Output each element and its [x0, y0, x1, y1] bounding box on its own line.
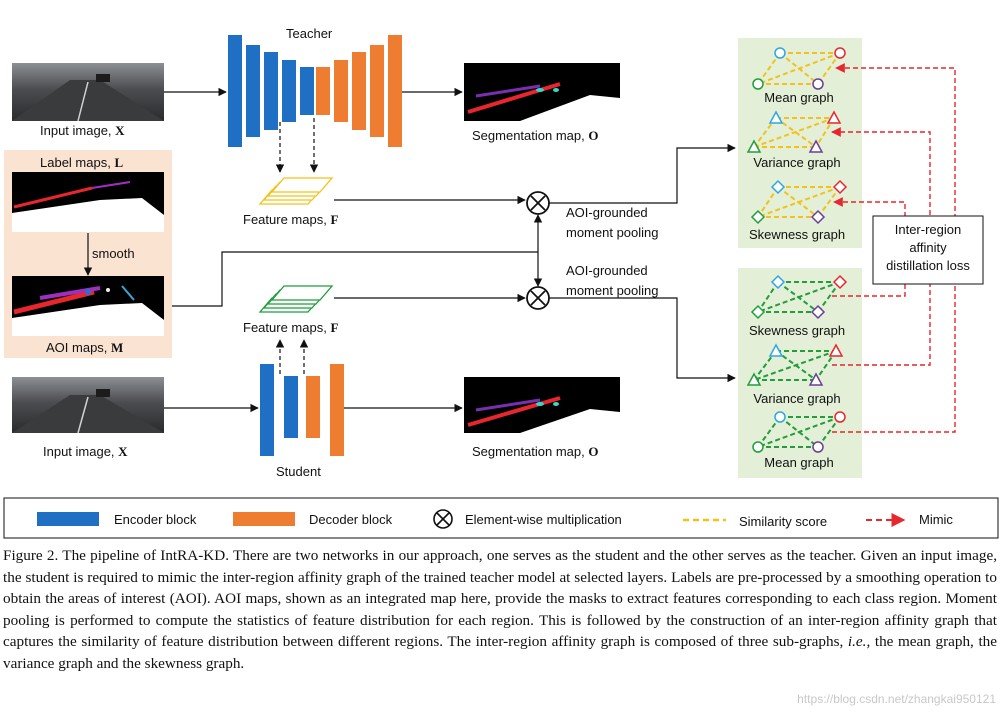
pool-label-bottom-1: AOI-grounded — [566, 263, 648, 278]
label-maps-label: Label maps, L — [40, 155, 123, 170]
legend-mult-label: Element-wise multiplication — [465, 512, 622, 527]
segmentation-map-bottom — [464, 377, 620, 433]
loss-label-2: affinity — [909, 240, 947, 255]
encoder-block — [264, 52, 278, 130]
student-label: Student — [276, 464, 321, 479]
input-image-bottom — [12, 377, 164, 434]
teacher-graph-label-1: Mean graph — [764, 90, 833, 105]
distillation-loss-box — [872, 215, 984, 285]
input-image-top — [12, 63, 164, 122]
teacher-label: Teacher — [286, 26, 333, 41]
encoder-block — [284, 376, 298, 438]
feature-maps-student — [258, 285, 334, 313]
decoder-block — [330, 364, 344, 456]
legend-decoder-swatch — [233, 512, 295, 526]
student-graph-label-3: Mean graph — [764, 455, 833, 470]
student-decoder — [306, 364, 344, 456]
pipeline-diagram: Input image, X Input image, X Label maps… — [3, 26, 999, 539]
pool-label-bottom-2: moment pooling — [566, 283, 659, 298]
smooth-label: smooth — [92, 246, 135, 261]
decoder-block — [316, 67, 330, 115]
teacher-graph-label-2: Variance graph — [753, 155, 840, 170]
arrow-pool-to-student-graphs — [549, 297, 736, 383]
feature-maps-teacher — [258, 177, 334, 205]
student-skewness-graph — [750, 274, 848, 320]
student-graph-label-1: Skewness graph — [749, 323, 845, 338]
figure-caption: Figure 2. The pipeline of IntRA-KD. Ther… — [3, 547, 997, 672]
legend-box — [3, 497, 999, 539]
student-variance-graph — [746, 343, 844, 386]
pool-label-top-2: moment pooling — [566, 225, 659, 240]
teacher-mean-graph — [752, 47, 846, 90]
feature-maps-label-bottom: Feature maps, F — [243, 320, 338, 335]
watermark: https://blog.csdn.net/zhangkai950121 — [797, 692, 996, 706]
encoder-block — [300, 67, 314, 115]
segmentation-label-top: Segmentation map, O — [472, 128, 598, 143]
legend-decoder-label: Decoder block — [309, 512, 393, 527]
teacher-variance-graph — [746, 110, 842, 153]
student-graph-label-2: Variance graph — [753, 391, 840, 406]
teacher-skewness-graph — [750, 179, 848, 225]
segmentation-label-bottom: Segmentation map, O — [472, 444, 598, 459]
encoder-block — [228, 35, 242, 147]
decoder-block — [352, 52, 366, 130]
student-mean-graph — [752, 411, 846, 453]
multiply-operator-top — [526, 191, 550, 215]
feature-maps-label-top: Feature maps, F — [243, 212, 338, 227]
aoi-maps-label: AOI maps, M — [46, 340, 123, 355]
encoder-block — [246, 45, 260, 137]
decoder-block — [306, 376, 320, 438]
student-encoder — [260, 364, 298, 456]
legend-multiply-icon — [433, 509, 453, 529]
encoder-block — [260, 364, 274, 456]
pool-label-top-1: AOI-grounded — [566, 205, 648, 220]
decoder-block — [334, 60, 348, 122]
aoi-path — [172, 251, 538, 307]
legend-encoder-swatch — [37, 512, 99, 526]
segmentation-map-top — [464, 63, 620, 121]
multiply-operator-bottom — [526, 286, 550, 310]
decoder-block — [370, 45, 384, 137]
teacher-graph-label-3: Skewness graph — [749, 227, 845, 242]
aoi-map-image — [12, 276, 164, 336]
teacher-encoder — [228, 35, 314, 147]
input-image-label-bottom: Input image, X — [43, 444, 128, 459]
encoder-block — [282, 60, 296, 122]
input-image-label-top: Input image, X — [40, 123, 125, 138]
label-map-image — [12, 172, 164, 232]
legend-encoder-label: Encoder block — [114, 512, 197, 527]
teacher-decoder — [316, 35, 402, 147]
legend-mimic-label: Mimic — [919, 512, 953, 527]
loss-label-3: distillation loss — [886, 258, 970, 273]
decoder-block — [388, 35, 402, 147]
arrow-pool-to-teacher-graphs — [549, 143, 736, 204]
legend-similarity-label: Similarity score — [739, 514, 827, 529]
loss-label-1: Inter-region — [895, 222, 961, 237]
